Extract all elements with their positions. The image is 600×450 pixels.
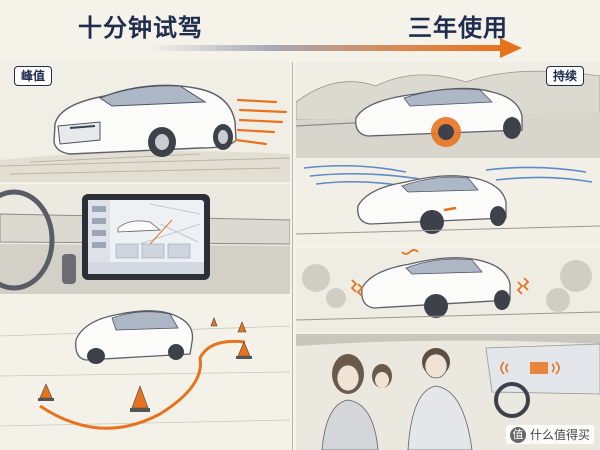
dashboard-sketch — [0, 184, 290, 294]
timeline-arrow — [150, 38, 522, 58]
rough-road-sketch — [296, 248, 600, 332]
slalom-sketch — [0, 296, 290, 450]
panel-cabin-comfort: 值 什么值得买 — [296, 334, 600, 450]
steering-wheel-cabin — [494, 382, 530, 418]
airflow-car-sketch — [296, 160, 600, 246]
panel-sustained-braking: 持续 — [296, 62, 600, 158]
speed-streaks — [234, 98, 288, 146]
traffic-cones — [38, 317, 252, 412]
tag-sustained: 持续 — [546, 66, 585, 86]
airflow-lines — [303, 164, 593, 189]
cabin-sketch — [296, 334, 600, 450]
watermark-text: 什么值得买 — [529, 428, 590, 442]
tag-peak: 峰值 — [14, 66, 53, 86]
watermark-logo-icon: 值 — [509, 426, 526, 443]
panel-divider — [292, 62, 293, 450]
panel-infotainment — [0, 184, 290, 294]
panel-rough-road — [296, 248, 600, 332]
steering-wheel — [0, 189, 55, 291]
panel-handling-slalom — [0, 296, 290, 450]
panel-aerodynamics — [296, 160, 600, 246]
driving-path — [39, 339, 246, 430]
vibration-marks — [350, 249, 530, 297]
watermark: 值 什么值得买 — [505, 425, 594, 444]
panel-peak-acceleration: 峰值 — [0, 62, 290, 182]
right-title: 三年使用 — [408, 14, 508, 42]
left-title: 十分钟试驾 — [78, 14, 203, 42]
